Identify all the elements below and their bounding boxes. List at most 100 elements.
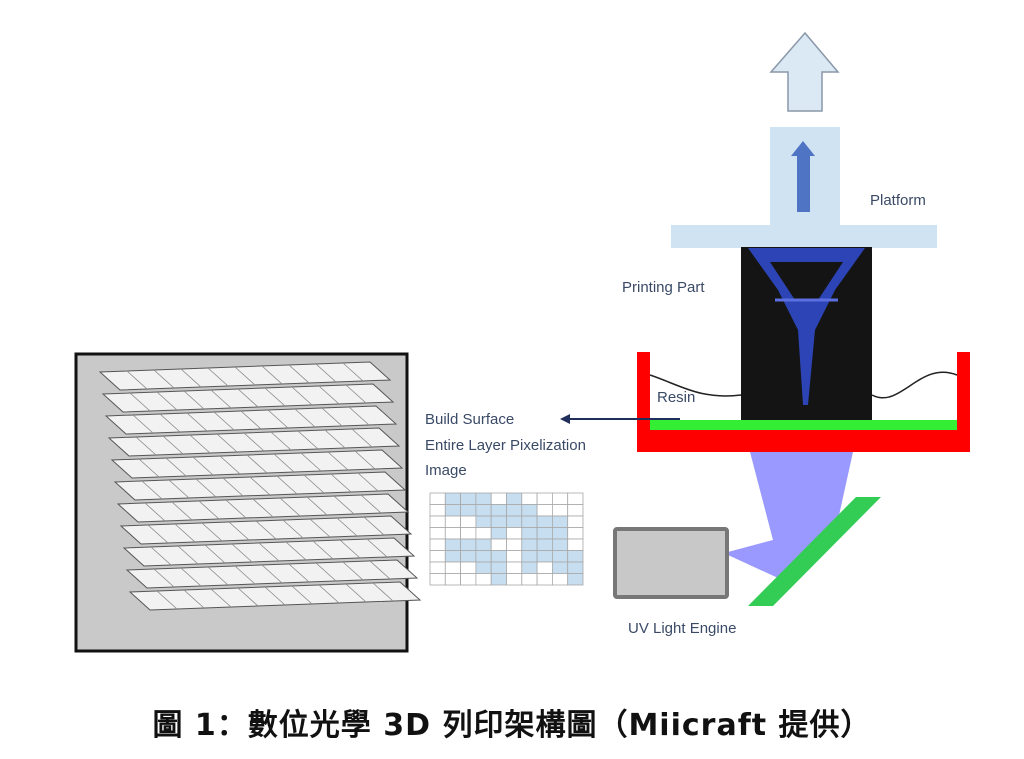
sem-grid-line xyxy=(138,458,160,478)
sem-grid-line xyxy=(213,411,235,431)
platform xyxy=(671,127,937,248)
sem-grid-line xyxy=(288,364,310,384)
sem-grid-line xyxy=(351,428,373,448)
pixel-cell xyxy=(567,550,584,563)
sem-grid-line xyxy=(324,429,346,449)
sem-grid-line xyxy=(366,538,388,558)
sem-grid-line xyxy=(285,541,307,561)
sem-grid-line xyxy=(228,521,250,541)
build-surface-label: Build Surface xyxy=(425,411,515,428)
pixel-cell xyxy=(536,561,553,574)
sem-grid-line xyxy=(183,589,205,609)
sem-grid-line xyxy=(162,435,184,455)
sem-grid-line xyxy=(225,499,247,519)
sem-grid-line xyxy=(363,516,385,536)
pixel-cell xyxy=(506,550,523,563)
resin-tank xyxy=(637,352,970,452)
sem-grid-line xyxy=(219,455,241,475)
sem-grid-line xyxy=(144,502,166,522)
sem-grid-line xyxy=(237,388,259,408)
pixel-cell xyxy=(429,527,446,540)
pixel-cell xyxy=(521,538,538,551)
sem-grid-line xyxy=(171,501,193,521)
sem-grid-line xyxy=(222,477,244,497)
pixel-cell xyxy=(429,515,446,528)
sem-grid-line xyxy=(216,433,238,453)
pixel-cell xyxy=(552,504,569,517)
figure-caption: 圖 1：數位光學 3D 列印架構圖（Miicraft 提供） xyxy=(152,708,872,743)
sem-grid-line xyxy=(348,406,370,426)
sem-grid-line xyxy=(345,384,367,404)
sem-grid-line xyxy=(279,497,301,517)
sem-grid-line xyxy=(261,564,283,584)
sem-grid-line xyxy=(261,365,283,385)
pixel-cell xyxy=(429,538,446,551)
sem-grid-line xyxy=(309,518,331,538)
pixel-cell xyxy=(490,492,507,505)
sem-grid-line xyxy=(243,432,265,452)
build-surface xyxy=(650,420,957,430)
uv-light-engine xyxy=(613,527,729,599)
sem-grid-line xyxy=(255,520,277,540)
pixel-cell xyxy=(460,527,477,540)
sem-grid-line xyxy=(354,450,376,470)
sem-layered-grid-image xyxy=(74,352,422,653)
pixel-cell xyxy=(490,561,507,574)
sem-grid-line xyxy=(156,590,178,610)
mirror xyxy=(748,497,881,606)
sem-grid-line xyxy=(252,498,274,518)
pixel-cell xyxy=(567,492,584,505)
pixel-cell xyxy=(444,527,461,540)
pixel-cell xyxy=(475,492,492,505)
sem-grid-line xyxy=(174,523,196,543)
pixel-cell xyxy=(475,527,492,540)
printing-part-image xyxy=(741,247,872,422)
sem-grid-line xyxy=(270,431,292,451)
pixel-cell xyxy=(460,504,477,517)
sem-grid-line xyxy=(177,545,199,565)
sem-grid-line xyxy=(312,540,334,560)
sem-grid-line xyxy=(306,496,328,516)
sem-grid-line xyxy=(372,582,394,602)
sem-grid-line xyxy=(297,430,319,450)
pixel-cell xyxy=(444,504,461,517)
sem-grid-line xyxy=(321,407,343,427)
pixel-cell xyxy=(429,504,446,517)
pixel-cell xyxy=(444,561,461,574)
sem-grid-line xyxy=(273,453,295,473)
pixel-cell xyxy=(567,573,584,586)
pixel-cell xyxy=(460,561,477,574)
sem-grid-line xyxy=(258,542,280,562)
pixel-cell xyxy=(521,550,538,563)
pixel-cell xyxy=(429,573,446,586)
up-arrow-outline-icon xyxy=(769,31,840,112)
pixel-cell xyxy=(506,573,523,586)
sem-grid-line xyxy=(210,389,232,409)
pixel-cell xyxy=(490,527,507,540)
pixel-cell xyxy=(460,550,477,563)
pixel-cell xyxy=(490,515,507,528)
sem-grid-line xyxy=(135,436,157,456)
pixel-cell xyxy=(536,527,553,540)
sem-grid-line xyxy=(180,368,202,388)
sem-grid-line xyxy=(267,409,289,429)
sem-grid-line xyxy=(294,408,316,428)
sem-grid-line xyxy=(198,500,220,520)
sem-grid-line xyxy=(291,585,313,605)
sem-grid-line xyxy=(339,539,361,559)
sem-grid-line xyxy=(327,451,349,471)
sem-grid-line xyxy=(153,568,175,588)
pixel-cell xyxy=(475,515,492,528)
sem-grid-line xyxy=(156,391,178,411)
sem-grid-line xyxy=(291,386,313,406)
pixel-cell xyxy=(475,538,492,551)
sem-grid-line xyxy=(147,524,169,544)
sem-grid-line xyxy=(129,392,151,412)
sem-grid-line xyxy=(288,563,310,583)
pixel-cell xyxy=(490,538,507,551)
sem-grid-line xyxy=(141,480,163,500)
sem-grid-line xyxy=(330,473,352,493)
pixel-cell xyxy=(444,550,461,563)
pixel-cell xyxy=(536,515,553,528)
pixel-cell xyxy=(536,492,553,505)
